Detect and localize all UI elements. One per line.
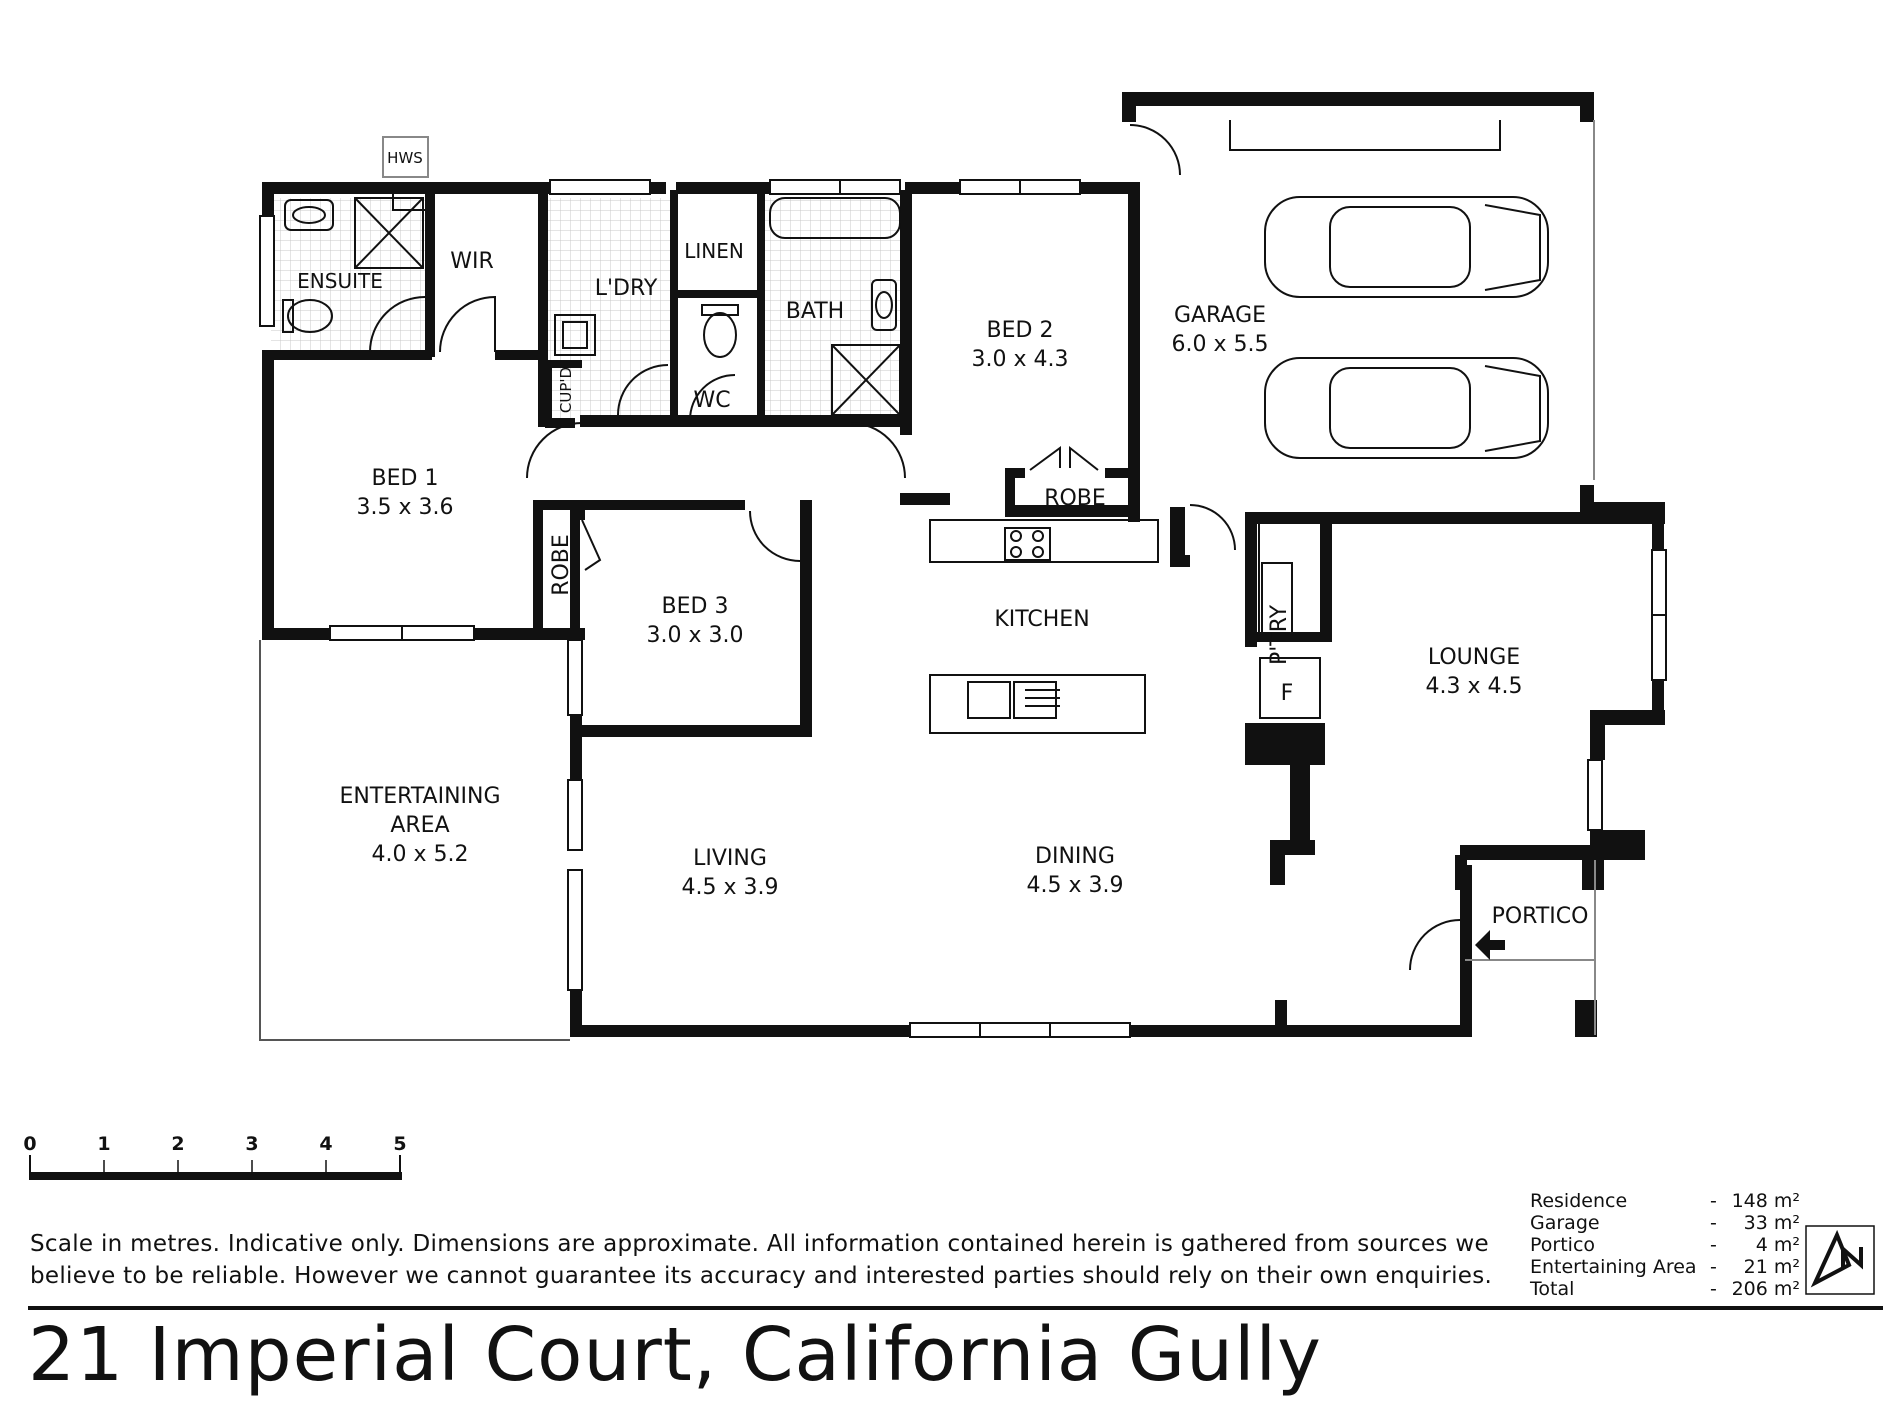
fridge-label: F xyxy=(1281,681,1294,706)
area-value: 33 m² xyxy=(1743,1212,1800,1234)
area-value: 148 m² xyxy=(1731,1190,1800,1212)
walls xyxy=(262,92,1665,1037)
bed1-name: BED 1 xyxy=(372,466,439,491)
scale-tick-1: 1 xyxy=(97,1133,110,1155)
area-value: 206 m² xyxy=(1731,1278,1800,1300)
bed3-dimensions: 3.0 x 3.0 xyxy=(647,623,744,648)
bed1-dimensions: 3.5 x 3.6 xyxy=(357,495,454,520)
living-dimensions: 4.5 x 3.9 xyxy=(682,875,779,900)
hws-unit xyxy=(382,136,429,178)
entertaining-dimensions: 4.0 x 5.2 xyxy=(372,842,469,867)
bed2-dimensions: 3.0 x 4.3 xyxy=(972,347,1069,372)
dining-dimensions: 4.5 x 3.9 xyxy=(1027,873,1124,898)
kitchen-label: KITCHEN xyxy=(994,607,1089,632)
linen-label: LINEN xyxy=(684,239,744,263)
laundry-label: L'DRY xyxy=(595,276,658,301)
garage-dimensions: 6.0 x 5.5 xyxy=(1172,332,1269,357)
area-row-total: Total-206 m² xyxy=(1530,1278,1800,1300)
bed2-name: BED 2 xyxy=(987,318,1054,343)
living-name: LIVING xyxy=(693,846,767,871)
area-value: 21 m² xyxy=(1743,1256,1800,1278)
bath-label: BATH xyxy=(786,299,844,324)
garage-name: GARAGE xyxy=(1174,303,1266,328)
scale-tick-5: 5 xyxy=(393,1133,406,1155)
entertaining-name-line2: AREA xyxy=(390,813,449,838)
wir-label: WIR xyxy=(450,249,494,274)
hws-label: HWS xyxy=(387,149,423,167)
lounge-dimensions: 4.3 x 4.5 xyxy=(1426,674,1523,699)
tiled-floors xyxy=(271,198,905,418)
door-swings xyxy=(369,124,1461,971)
cupboard-label: CUP'D xyxy=(557,367,575,413)
disclaimer-line-2: believe to be reliable. However we canno… xyxy=(30,1263,1493,1289)
area-value: 4 m² xyxy=(1755,1234,1800,1256)
dining-name: DINING xyxy=(1035,844,1115,869)
area-row-garage: Garage-33 m² xyxy=(1530,1212,1800,1234)
north-arrow-icon xyxy=(1805,1225,1875,1295)
wc-label: WC xyxy=(693,388,730,413)
bed3-name: BED 3 xyxy=(662,594,729,619)
scale-tick-3: 3 xyxy=(245,1133,258,1155)
pantry-label: P'TRY xyxy=(1267,604,1292,665)
area-name: Total xyxy=(1530,1278,1575,1300)
area-name: Entertaining Area xyxy=(1530,1256,1697,1278)
title-rule xyxy=(28,1306,1883,1310)
cars xyxy=(1264,196,1549,459)
entertaining-name-line1: ENTERTAINING xyxy=(339,784,500,809)
area-name: Portico xyxy=(1530,1234,1596,1256)
area-row-entertaining: Entertaining Area-21 m² xyxy=(1530,1256,1800,1278)
area-name: Garage xyxy=(1530,1212,1600,1234)
windows xyxy=(259,179,1667,1038)
entry-arrow-icon xyxy=(1475,930,1505,960)
fixtures xyxy=(282,197,1060,719)
entertaining-area-outline xyxy=(259,640,570,1041)
scale-tick-4: 4 xyxy=(319,1133,332,1155)
area-name: Residence xyxy=(1530,1190,1628,1212)
property-address-title: 21 Imperial Court, California Gully xyxy=(28,1312,1322,1398)
scale-tick-0: 0 xyxy=(23,1133,36,1155)
robe-bed3-label: ROBE xyxy=(549,534,574,596)
area-row-portico: Portico-4 m² xyxy=(1530,1234,1800,1256)
disclaimer: Scale in metres. Indicative only. Dimens… xyxy=(30,1228,1510,1292)
area-row-residence: Residence-148 m² xyxy=(1530,1190,1800,1212)
ensuite-label: ENSUITE xyxy=(297,269,383,293)
portico-label: PORTICO xyxy=(1492,904,1589,929)
scale-bar: 0 1 2 3 4 5 xyxy=(23,1133,407,1180)
scale-tick-2: 2 xyxy=(171,1133,184,1155)
robe-bed2-label: ROBE xyxy=(1044,486,1106,511)
lounge-name: LOUNGE xyxy=(1428,645,1520,670)
area-summary: Residence-148 m² Garage-33 m² Portico-4 … xyxy=(1530,1190,1800,1300)
thin-lines xyxy=(392,120,1596,1035)
disclaimer-line-1: Scale in metres. Indicative only. Dimens… xyxy=(30,1231,1489,1257)
